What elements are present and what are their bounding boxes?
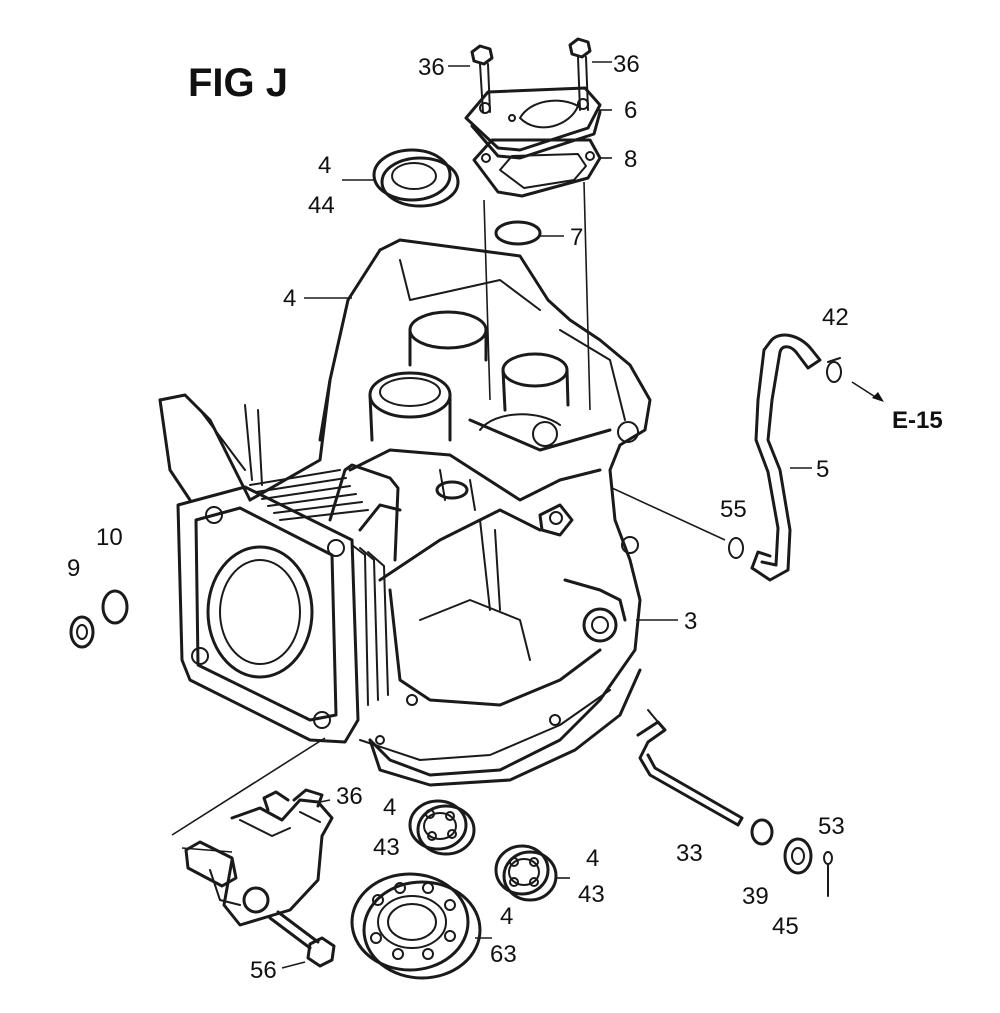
bearing-43-lower [494, 844, 558, 902]
callout-5: 5 [816, 456, 829, 483]
leader-lines [171, 61, 812, 969]
clip-42 [826, 357, 842, 383]
callout-4-seal: 4 [318, 152, 331, 179]
callout-39: 39 [742, 883, 769, 910]
reference-label-e15: E-15 [892, 407, 943, 434]
nut-45 [783, 837, 813, 875]
callout-33: 33 [676, 840, 703, 867]
gasket-8 [472, 138, 602, 198]
callout-42: 42 [822, 304, 849, 331]
callout-43-upper: 43 [373, 834, 400, 861]
bearing-63 [350, 872, 482, 980]
o-ring-7 [494, 220, 542, 246]
callout-56: 56 [250, 957, 277, 984]
o-ring-55 [728, 537, 744, 559]
cylinder-block [176, 463, 402, 744]
callout-45: 45 [772, 913, 799, 940]
bolt-56 [268, 910, 336, 968]
bearing-43-upper [408, 799, 476, 856]
callout-53: 53 [818, 813, 845, 840]
callout-55: 55 [720, 496, 747, 523]
callout-4-bearing-upper: 4 [383, 794, 396, 821]
callout-36-top-left: 36 [418, 54, 445, 81]
callout-4-bearing-lower: 4 [586, 845, 599, 872]
pin-53 [823, 851, 833, 897]
callout-4-bearing-large: 4 [500, 903, 513, 930]
bolt-36-left [470, 44, 494, 113]
callout-7: 7 [570, 224, 583, 251]
callout-10: 10 [96, 524, 123, 551]
figure-title: FIG J [188, 61, 288, 105]
governor-shaft-33 [636, 709, 744, 827]
callout-63: 63 [490, 941, 517, 968]
callout-8: 8 [624, 146, 637, 173]
callout-44: 44 [308, 192, 335, 219]
callout-36-bottom: 36 [336, 783, 363, 810]
callout-3: 3 [684, 608, 697, 635]
governor-arm-assembly [184, 788, 334, 927]
breather-tube-5 [750, 333, 822, 582]
callout-9: 9 [67, 555, 80, 582]
nut-9 [69, 615, 95, 649]
callout-43-lower: 43 [578, 881, 605, 908]
washer-10 [101, 589, 129, 625]
oil-seal-44 [372, 148, 460, 208]
reference-arrow [851, 381, 884, 402]
crankcase-3 [158, 238, 652, 787]
callout-6: 6 [624, 97, 637, 124]
callout-4-crankcase: 4 [283, 285, 296, 312]
washer-39 [750, 818, 774, 846]
callout-36-top-right: 36 [613, 51, 640, 78]
cover-plate-6 [464, 86, 602, 160]
